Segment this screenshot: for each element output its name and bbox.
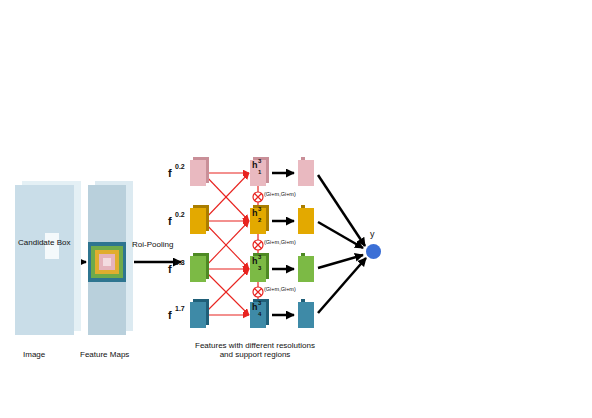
feature-link bbox=[203, 221, 249, 269]
node-text: h bbox=[252, 303, 258, 313]
node-script: Image bbox=[23, 351, 45, 360]
hidden-block: h4 3 bbox=[250, 302, 266, 328]
node-script: 0.2 bbox=[175, 211, 185, 219]
node-text: f bbox=[168, 215, 172, 227]
node-text: f bbox=[168, 167, 172, 179]
node-script: 3 bbox=[258, 300, 261, 307]
roi-pooling-arrow bbox=[134, 261, 181, 264]
node-script: 3 bbox=[258, 206, 261, 213]
node-script: 3 bbox=[258, 254, 261, 261]
node-script: 1.7 bbox=[175, 305, 185, 313]
feature-block: f0.2 bbox=[190, 208, 206, 234]
image-slab: Candidate BoxImage bbox=[15, 185, 74, 335]
feature-link bbox=[203, 220, 249, 221]
hidden-block: h2 3 bbox=[250, 208, 266, 234]
node-script: 0.2 bbox=[175, 163, 185, 171]
caption-note: Features with different resolutions and … bbox=[190, 341, 320, 359]
node-text: h bbox=[252, 161, 258, 171]
step-label: Roi-Pooling bbox=[132, 240, 173, 249]
feature-link bbox=[203, 172, 249, 173]
output-node: y bbox=[366, 244, 381, 259]
feature-link bbox=[203, 221, 249, 269]
feature-block: f0.2 bbox=[190, 160, 206, 186]
node-script: 1 bbox=[258, 169, 261, 176]
nested-regions bbox=[88, 185, 126, 335]
node-text: Candidate Box bbox=[18, 239, 70, 248]
feature-block: f1.7 bbox=[190, 302, 206, 328]
feature-link bbox=[203, 173, 249, 221]
node-text: h bbox=[252, 257, 258, 267]
feature-link bbox=[203, 173, 249, 221]
node-script: 3 bbox=[258, 158, 261, 165]
feature-link bbox=[203, 314, 249, 315]
gate-label: (Gi+m,Gi+m) bbox=[264, 239, 296, 245]
hidden-block: h1 3 bbox=[250, 160, 266, 186]
hidden-block: h3 3 bbox=[250, 256, 266, 282]
node-script: 3 bbox=[258, 265, 261, 272]
flow-arrow bbox=[82, 261, 86, 264]
feature-link bbox=[203, 268, 249, 269]
node-text: h bbox=[252, 209, 258, 219]
node-script: 2 bbox=[258, 217, 261, 224]
node-text: Feature Maps bbox=[80, 351, 129, 360]
gate-label: (Gi+m,Gi+m) bbox=[264, 286, 296, 292]
node-script: 0.8 bbox=[175, 259, 185, 267]
node-script: 4 bbox=[258, 311, 261, 318]
feature-maps-slab: Feature Maps bbox=[88, 185, 126, 335]
feature-link bbox=[203, 269, 249, 315]
node-text: y bbox=[370, 230, 375, 240]
gate-label: (Gi+m,Gi+m) bbox=[264, 191, 296, 197]
feature-link bbox=[203, 269, 249, 315]
node-text: f bbox=[168, 309, 172, 321]
feature-block: f0.8 bbox=[190, 256, 206, 282]
node-text: f bbox=[168, 263, 172, 275]
output-blocks bbox=[298, 157, 314, 328]
